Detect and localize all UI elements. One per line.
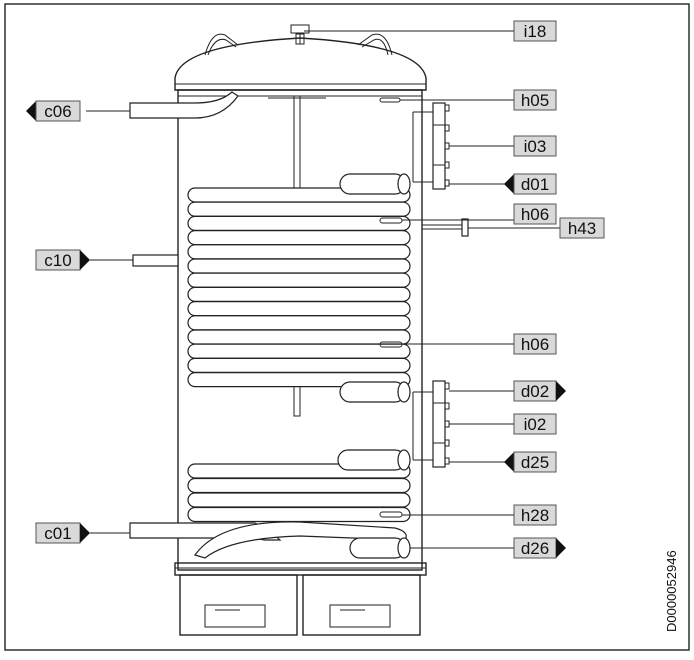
- label-h06-upper-text: h06: [521, 205, 549, 224]
- arrow-c10: [80, 250, 90, 270]
- label-d02-text: d02: [521, 382, 549, 401]
- upper-coil: [187, 173, 411, 403]
- upper-coil-turn: [187, 244, 411, 260]
- arrow-d01: [504, 174, 514, 194]
- label-h05-text: h05: [521, 91, 549, 110]
- flange-upper: [412, 102, 450, 190]
- leader-lines: [86, 30, 560, 549]
- label-c10-text: c10: [44, 251, 71, 270]
- lower-coil-turn: [187, 492, 411, 508]
- upper-coil-turn: [187, 343, 411, 359]
- label-h06-upper: h06: [513, 203, 557, 225]
- lower-coil: [187, 449, 411, 559]
- thermometer-h43: [422, 218, 469, 237]
- label-c01-text: c01: [44, 524, 71, 543]
- label-c06-text: c06: [44, 102, 71, 121]
- upper-coil-turn: [187, 357, 411, 373]
- label-i18-text: i18: [524, 22, 547, 41]
- label-d25-text: d25: [521, 453, 549, 472]
- upper-coil-turn: [187, 286, 411, 302]
- upper-coil-turn: [187, 272, 411, 288]
- arrow-d02: [556, 381, 566, 401]
- label-i03-text: i03: [524, 137, 547, 156]
- label-d26: d26: [513, 537, 566, 559]
- label-h43: h43: [559, 217, 605, 239]
- tank-shell: [177, 89, 423, 571]
- upper-coil-turn: [187, 301, 411, 317]
- lower-coil-turn: [187, 477, 411, 494]
- label-c10: c10: [35, 249, 90, 271]
- upper-coil-turn: [187, 230, 411, 246]
- arrow-d26: [556, 538, 566, 558]
- label-d26-text: d26: [521, 539, 549, 558]
- label-d02: d02: [513, 380, 566, 402]
- label-h05: h05: [513, 89, 557, 111]
- pipe-c10: [132, 254, 179, 267]
- document-id: D0000052946: [664, 550, 679, 632]
- label-i03: i03: [513, 135, 557, 157]
- upper-coil-turn: [187, 215, 411, 231]
- upper-coil-turn: [187, 201, 411, 217]
- sensor-h05: [379, 97, 401, 103]
- top-fitting: [290, 24, 310, 34]
- arrow-d25: [504, 452, 514, 472]
- label-h28: h28: [513, 504, 557, 526]
- label-i02-text: i02: [524, 415, 547, 434]
- foot-left: [179, 574, 298, 636]
- lower-coil-turn: [187, 506, 411, 523]
- upper-coil-turn: [187, 329, 411, 345]
- upper-coil-turn: [187, 258, 411, 274]
- label-h06-lower: h06: [513, 333, 557, 355]
- label-d01: d01: [504, 173, 557, 195]
- upper-coil-turn: [187, 315, 411, 331]
- label-i18: i18: [513, 20, 557, 42]
- label-c01: c01: [35, 522, 90, 544]
- label-d25: d25: [504, 451, 557, 473]
- foot-right: [302, 574, 421, 636]
- outer-border: [4, 3, 690, 651]
- label-i02: i02: [513, 413, 557, 435]
- flange-lower: [412, 380, 450, 468]
- label-h28-text: h28: [521, 506, 549, 525]
- label-c06: c06: [26, 100, 81, 122]
- arrow-c06: [26, 101, 36, 121]
- label-h06-lower-text: h06: [521, 335, 549, 354]
- label-d01-text: d01: [521, 175, 549, 194]
- arrow-c01: [80, 523, 90, 543]
- label-h43-text: h43: [568, 219, 596, 238]
